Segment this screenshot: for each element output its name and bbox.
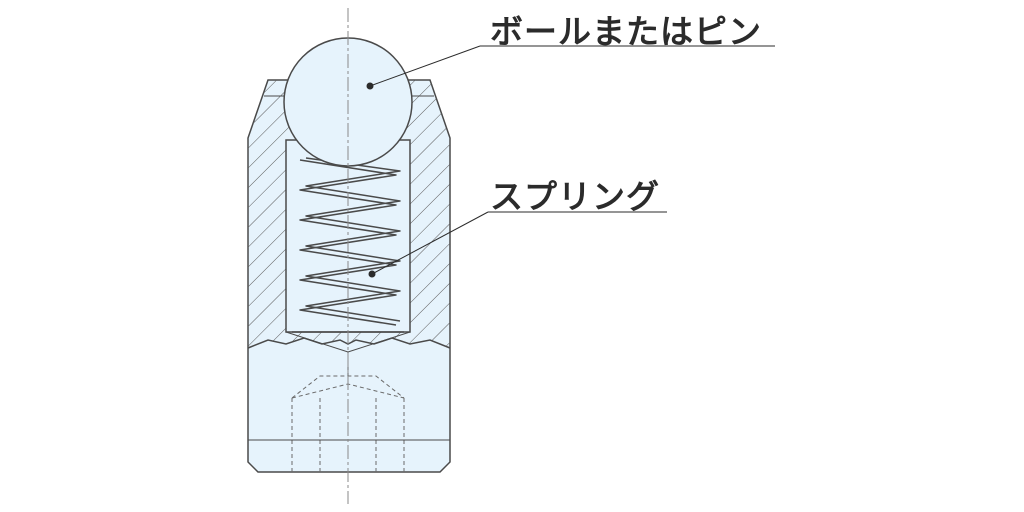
- label-spring: スプリング: [490, 177, 660, 216]
- leader-ball: [366, 45, 775, 90]
- label-ball-or-pin: ボールまたはピン: [490, 12, 762, 51]
- leader-spring: [368, 211, 667, 278]
